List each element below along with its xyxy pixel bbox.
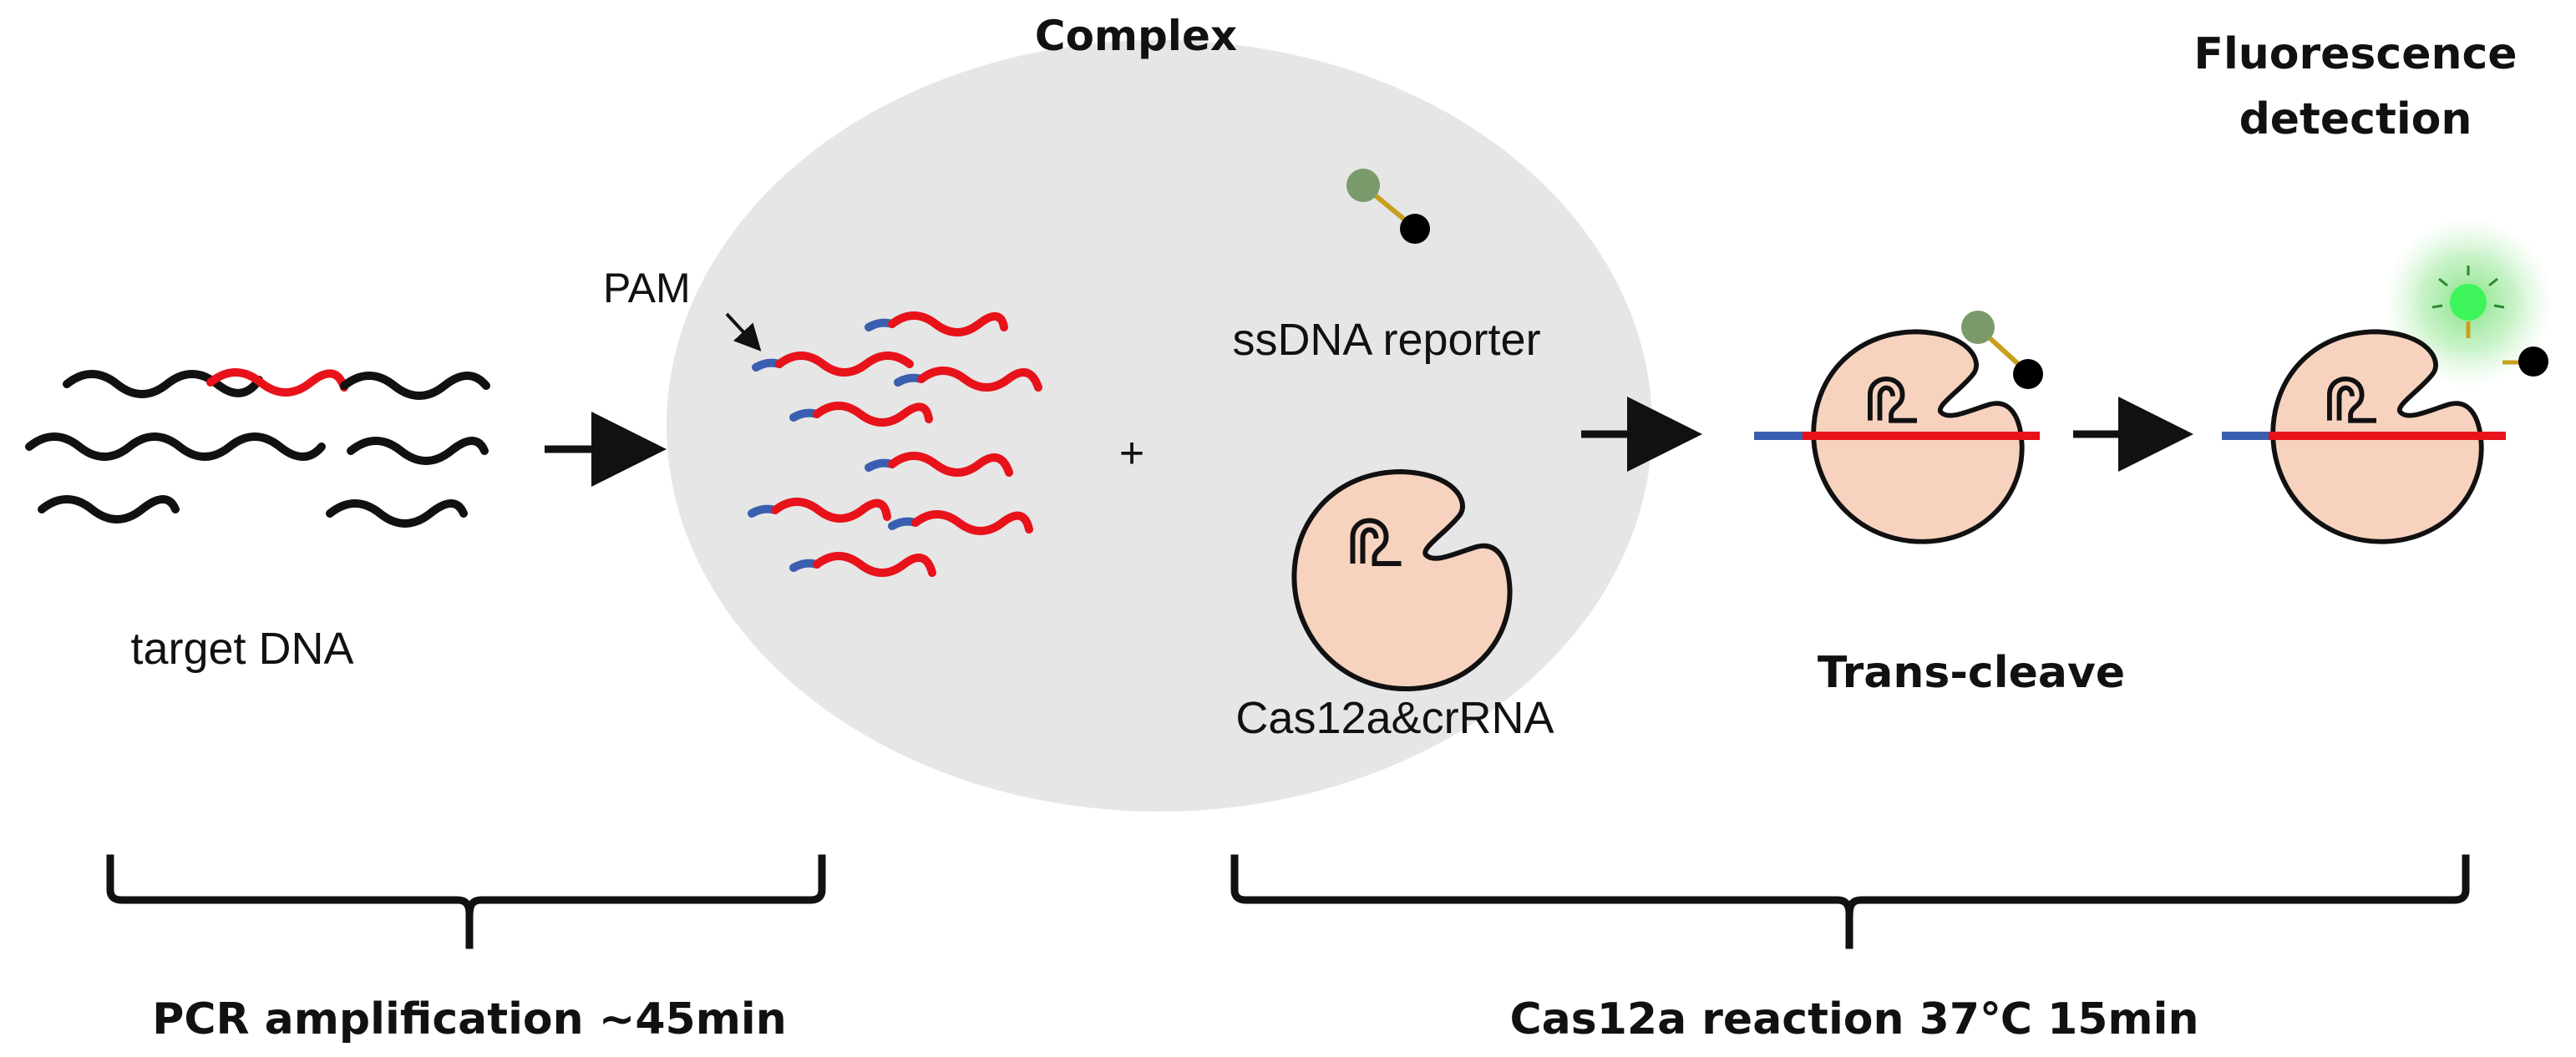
ssdna-reporter-icon [1961, 311, 2043, 389]
fluorescence-label-line1: Fluorescence [2193, 29, 2517, 79]
dna-strand [25, 432, 326, 461]
plus-sign: + [1119, 429, 1144, 478]
dna-strand [340, 372, 490, 400]
amplicon-strand [888, 311, 1008, 336]
amplicon-strand [775, 351, 914, 377]
amplified-dna-strands [748, 311, 1042, 577]
amplicon-strand [888, 452, 1013, 477]
amplicon-strand [911, 510, 1033, 535]
dna-strand [347, 437, 489, 465]
trans-cleave-complex [1754, 311, 2043, 542]
dna-strand [38, 495, 180, 523]
target-dna-strands [25, 368, 490, 528]
amplicon-strand [813, 402, 933, 427]
pam-label: PAM [603, 265, 691, 311]
target-segment [206, 368, 348, 397]
pcr-step-label: PCR amplification ~45min [152, 994, 787, 1044]
pam-pointer-arrow [725, 312, 762, 351]
fluorescence-label-line2: detection [2239, 94, 2472, 144]
curly-brace-icon [1230, 854, 2470, 949]
target-dna-label: target DNA [130, 624, 353, 674]
dna-strand [326, 499, 468, 528]
amplicon-strand [917, 367, 1042, 392]
amplicon-strand [771, 498, 891, 523]
cleaved-quencher-icon [2502, 346, 2548, 377]
cas-reaction-step-label: Cas12a reaction 37℃ 15min [1510, 994, 2199, 1044]
curly-brace-icon [106, 854, 826, 949]
ssdna-reporter-label: ssDNA reporter [1232, 315, 1540, 365]
amplicon-strand [813, 552, 936, 577]
trans-cleave-label: Trans-cleave [1818, 648, 2125, 698]
complex-label: Complex [1035, 12, 1237, 60]
fluorescence-complex [2222, 217, 2553, 542]
dna-strand [63, 370, 263, 398]
cas12a-crrna-label: Cas12a&crRNA [1235, 693, 1554, 743]
cleaved-fluorophore-icon [2431, 266, 2505, 338]
ssdna-reporter-icon [1346, 169, 1430, 244]
